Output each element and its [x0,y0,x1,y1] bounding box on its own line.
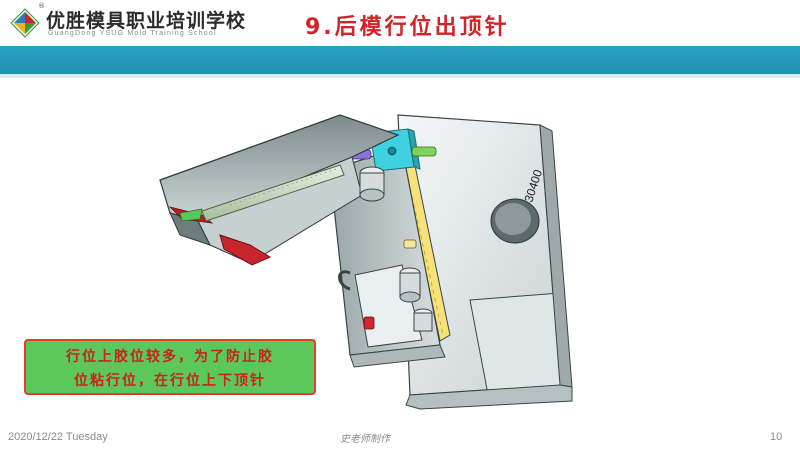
ejector-cylinder-mid [399,267,421,303]
mold-slider-3d-drawing: 30400 [159,114,573,410]
top-guide-pin [411,146,437,157]
slide-header: ® 优胜模具职业培训学校 GuangDong YSUG Mold Trainin… [0,0,800,46]
small-yellow-pin [403,239,417,249]
note-callout: 行位上胶位较多，为了防止胶 位粘行位，在行位上下顶针 [24,339,316,395]
school-name-english: GuangDong YSUG Mold Training School [48,30,217,37]
note-line-2: 位粘行位，在行位上下顶针 [74,373,266,389]
ejector-pin-long [201,164,345,222]
slide-title: 9.后模行位出顶针 [305,15,510,40]
footer-date: 2020/12/22 Tuesday [8,431,108,443]
arm-tip-green [179,208,203,222]
school-name: 优胜模具职业培训学校 [46,10,247,32]
registered-mark: ® [38,2,45,10]
ejector-cylinder-top [359,166,385,202]
header-band-accent [0,74,800,78]
ejector-cylinder-bottom [413,308,433,332]
note-line-1: 行位上胶位较多，为了防止胶 [66,349,274,365]
ysug-diamond-logo-icon [10,8,40,38]
spring-hook [338,270,351,291]
red-stop-button [363,316,375,330]
footer-author: 史老师制作 [340,434,390,445]
header-band [0,46,800,74]
page-number: 10 [770,431,783,443]
